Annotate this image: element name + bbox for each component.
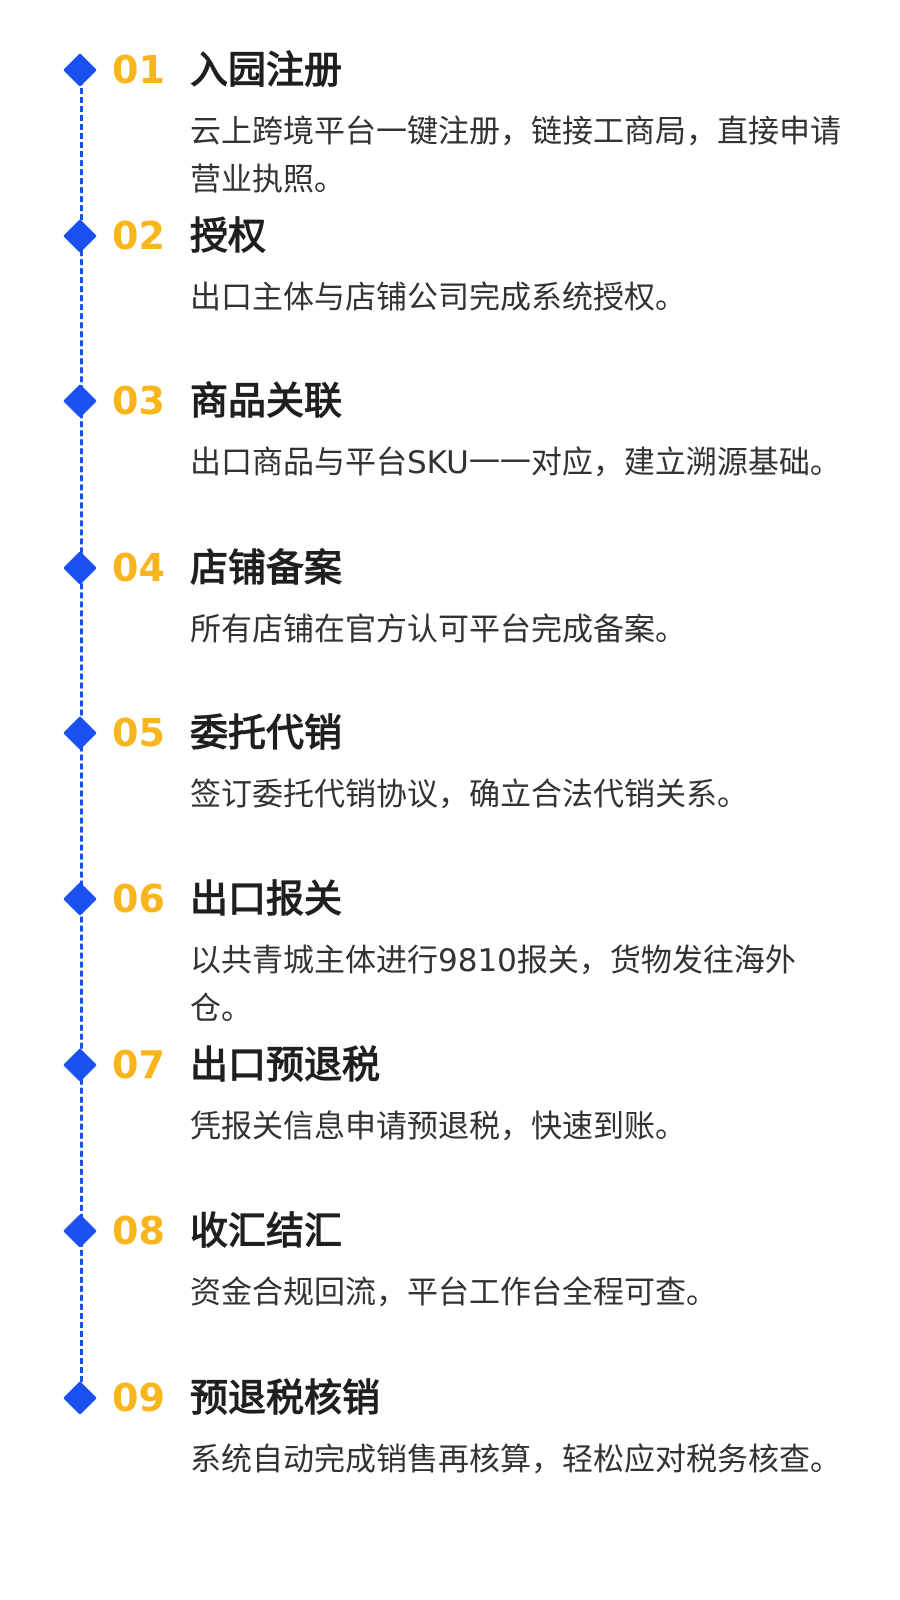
step-number: 05 (112, 711, 165, 755)
step-title: 商品关联 (190, 379, 343, 423)
step-title: 出口预退税 (190, 1043, 381, 1087)
step-title: 店铺备案 (190, 546, 343, 590)
diamond-icon (63, 1048, 97, 1082)
step-description: 系统自动完成销售再核算，轻松应对税务核查。 (190, 1442, 841, 1478)
step-title: 授权 (190, 214, 267, 258)
step-description: 出口商品与平台SKU一一对应，建立溯源基础。 (190, 445, 841, 481)
step-title: 预退税核销 (190, 1376, 381, 1420)
step-number: 03 (112, 379, 165, 423)
step-title: 出口报关 (190, 877, 343, 921)
diamond-icon (63, 53, 97, 87)
step-number: 02 (112, 214, 165, 258)
diamond-icon (63, 1214, 97, 1248)
step-description: 资金合规回流，平台工作台全程可查。 (190, 1275, 717, 1311)
step-description: 出口主体与店铺公司完成系统授权。 (190, 280, 686, 316)
step-number: 07 (112, 1043, 165, 1087)
step-description: 以共青城主体进行9810报关，货物发往海外仓。 (190, 943, 796, 1027)
step-number: 09 (112, 1376, 165, 1420)
step-title: 入园注册 (190, 48, 343, 92)
diamond-icon (63, 1381, 97, 1415)
step-description: 凭报关信息申请预退税，快速到账。 (190, 1109, 686, 1145)
step-description: 所有店铺在官方认可平台完成备案。 (190, 612, 686, 648)
diamond-icon (63, 384, 97, 418)
diamond-icon (63, 716, 97, 750)
step-number: 01 (112, 48, 165, 92)
step-number: 06 (112, 877, 165, 921)
step-number: 04 (112, 546, 165, 590)
step-title: 委托代销 (190, 711, 343, 755)
step-description: 签订委托代销协议，确立合法代销关系。 (190, 777, 748, 813)
step-title: 收汇结汇 (190, 1209, 343, 1253)
step-number: 08 (112, 1209, 165, 1253)
diamond-icon (63, 882, 97, 916)
diamond-icon (63, 551, 97, 585)
step-description: 云上跨境平台一键注册，链接工商局，直接申请营业执照。 (190, 114, 841, 198)
diamond-icon (63, 219, 97, 253)
